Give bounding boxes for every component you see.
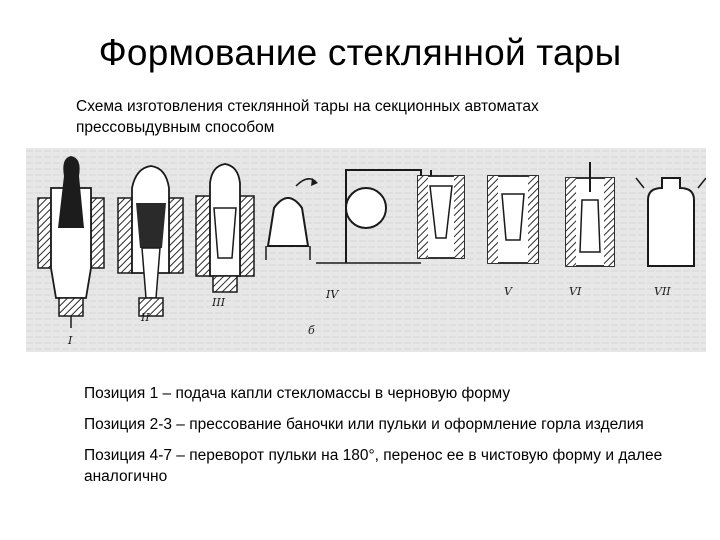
mold-position-6 xyxy=(487,175,539,264)
mold-position-4 xyxy=(265,178,318,260)
caption-position-2-3: Позиция 2-3 – прессование баночки или пу… xyxy=(84,416,644,433)
mold-position-2 xyxy=(117,165,184,317)
position-label-6: VI xyxy=(569,285,582,298)
slide-title: Формование стеклянной тары xyxy=(98,32,622,73)
mold-position-1 xyxy=(37,156,105,328)
position-label-3: III xyxy=(211,296,226,309)
position-label-2: II xyxy=(140,311,150,324)
position-label-1: I xyxy=(67,334,73,347)
caption-position-4-7: Позиция 4-7 – переворот пульки на 180°, … xyxy=(84,447,663,485)
mold-position-5 xyxy=(417,175,465,259)
slide-subtitle: Схема изготовления стеклянной тары на се… xyxy=(76,98,539,136)
position-label-5: V xyxy=(504,285,513,298)
mold-position-3 xyxy=(195,163,255,293)
glass-gob xyxy=(58,156,84,228)
process-scheme-figure: I II III IV V VI VII б xyxy=(26,148,706,352)
mold-position-7 xyxy=(565,162,615,267)
position-captions: Позиция 1 – подача капли стекломассы в ч… xyxy=(84,383,664,497)
caption-position-1: Позиция 1 – подача капли стекломассы в ч… xyxy=(84,385,511,402)
finished-jar xyxy=(635,177,706,267)
position-label-4: IV xyxy=(325,288,339,301)
position-label-7: VII xyxy=(654,285,671,298)
arrow-icon xyxy=(311,178,318,186)
figure-sublabel: б xyxy=(308,324,315,337)
